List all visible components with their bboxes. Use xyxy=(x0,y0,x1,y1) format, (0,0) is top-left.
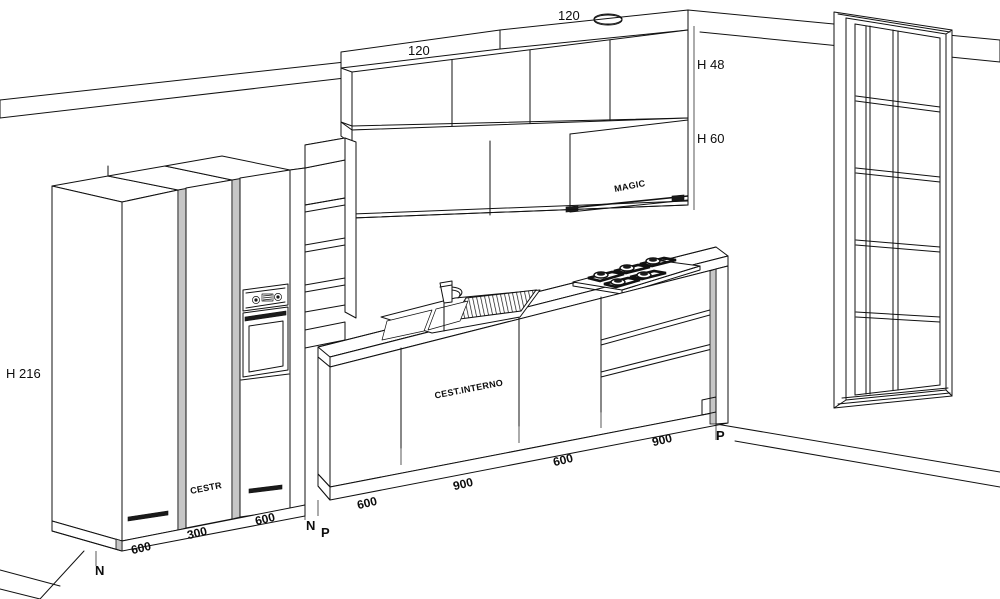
tall-unit-2-front xyxy=(185,179,233,529)
base-run-left-end xyxy=(317,356,331,488)
tall-unit-1-side xyxy=(51,185,123,542)
gas-hob xyxy=(572,256,701,295)
tall-unit-3-handle xyxy=(248,484,283,494)
height-label-wall-upper: H 48 xyxy=(697,57,725,72)
tall-unit-1-front xyxy=(121,189,179,542)
built-in-oven xyxy=(242,283,289,378)
base-run-right-end xyxy=(715,265,729,425)
marker-p-mid: P xyxy=(321,525,330,540)
dimension-ticks xyxy=(95,26,717,566)
width-label-wall-unit-right: 120 xyxy=(558,8,580,23)
height-label-wall-lower: H 60 xyxy=(697,131,725,146)
open-shelf-column xyxy=(304,137,357,349)
tall-unit-1-handle xyxy=(127,510,169,522)
tall-unit-3-side xyxy=(289,167,306,511)
window xyxy=(833,11,953,409)
width-label-wall-unit-left: 120 xyxy=(408,43,430,58)
marker-n-mid: N xyxy=(306,518,316,533)
marker-n-left: N xyxy=(95,563,105,578)
marker-p-right: P xyxy=(716,428,725,443)
base-units xyxy=(317,265,729,501)
tall-units xyxy=(51,155,306,552)
height-label-tall-units: H 216 xyxy=(6,366,41,381)
double-bowl-sink xyxy=(380,280,541,341)
